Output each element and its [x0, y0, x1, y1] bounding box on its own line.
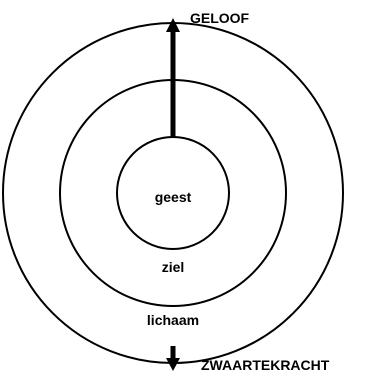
down-arrow-head-icon — [166, 358, 180, 371]
down-force-label: ZWAARTEKRACHT — [201, 357, 330, 373]
outer-ring-label: lichaam — [147, 312, 199, 328]
middle-ring-label: ziel — [162, 259, 185, 275]
inner-ring-label: geest — [155, 189, 192, 205]
up-arrow-head-icon — [166, 18, 180, 32]
up-force-label: GELOOF — [190, 10, 250, 26]
